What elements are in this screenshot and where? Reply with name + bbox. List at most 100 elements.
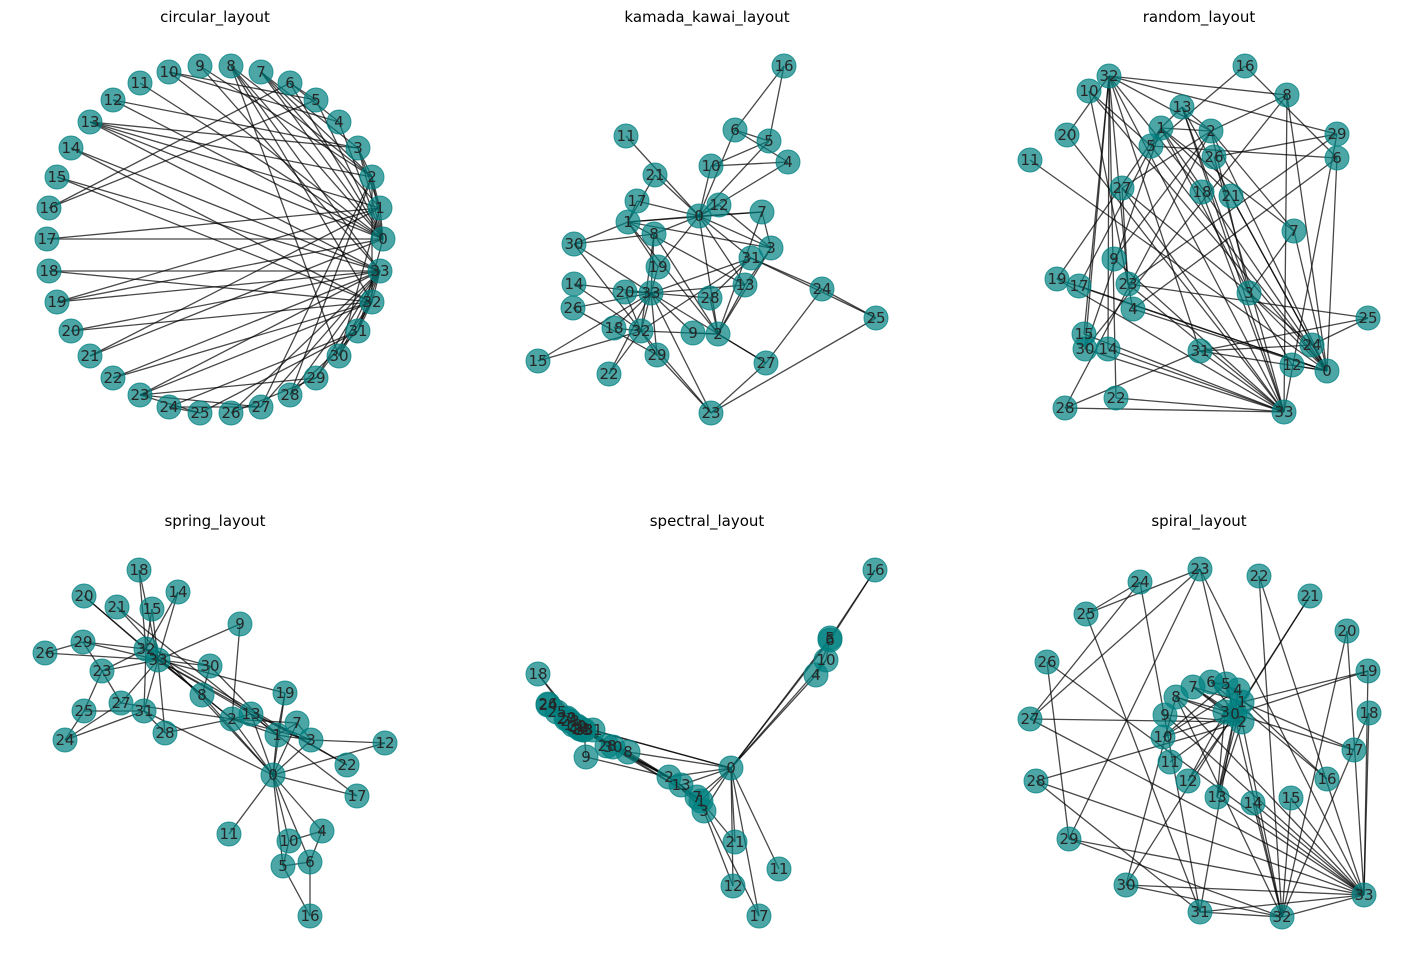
node-label-11: 11 [1160,753,1179,771]
node-label-17: 17 [1069,277,1088,295]
node-label-5: 5 [1221,675,1231,693]
node-16 [36,195,62,221]
edge-31-33 [1199,894,1365,913]
node-label-25: 25 [866,309,885,327]
edge-20-32 [1281,630,1348,918]
node-label-2: 2 [367,168,377,186]
edge-14-32 [1107,75,1110,350]
node-label-28: 28 [700,289,719,307]
node-11 [216,821,242,847]
node-10 [813,647,839,673]
node-16 [1232,53,1258,79]
node-label-8: 8 [623,743,633,761]
node-26 [32,640,58,666]
node-label-3: 3 [699,802,709,820]
edge-18-32 [48,270,373,303]
panel-title-circular: circular_layout [160,8,270,27]
node-11 [1017,147,1043,173]
node-7 [749,199,775,225]
edge-0-6 [289,82,384,240]
node-25 [71,698,97,724]
edge-23-29 [1068,568,1201,840]
edge-1-17 [1241,701,1355,751]
node-31 [345,318,371,344]
node-12 [372,730,398,756]
node-label-12: 12 [1282,356,1301,374]
node-label-31: 31 [134,702,153,720]
edge-8-32 [1108,75,1288,96]
edge-0-2 [1210,130,1328,372]
node-29 [1324,121,1350,147]
edge-0-6 [1326,157,1338,372]
node-label-13: 13 [241,705,260,723]
node-label-13: 13 [671,776,690,794]
edge-2-27 [260,176,373,408]
node-label-33: 33 [148,651,167,669]
edge-19-33 [1056,278,1285,413]
edge-2-27 [1029,718,1243,723]
node-label-32: 32 [1272,908,1291,926]
edge-2-9 [199,65,373,178]
node-4 [309,818,335,844]
edge-0-19 [1234,670,1369,715]
node-label-23: 23 [701,404,720,422]
node-label-17: 17 [627,192,646,210]
edge-3-12 [703,810,734,887]
edge-1-30 [209,665,278,736]
edge-24-27 [1121,187,1313,346]
node-label-4: 4 [783,153,793,171]
node-23 [127,382,153,408]
edge-5-16 [48,99,317,209]
node-label-22: 22 [337,756,356,774]
node-label-18: 18 [39,262,58,280]
node-label-16: 16 [39,199,58,217]
edge-0-17 [272,774,358,797]
node-0 [718,755,744,781]
node-label-23: 23 [130,386,149,404]
edge-27-33 [260,270,381,408]
node-label-14: 14 [61,139,80,157]
node-label-15: 15 [1074,325,1093,343]
node-label-30: 30 [1116,876,1135,894]
node-18 [1356,700,1382,726]
node-17 [34,226,60,252]
node-13 [1204,784,1230,810]
edge-24-27 [1029,581,1141,720]
node-label-5: 5 [764,132,774,150]
node-3 [345,135,371,161]
node-label-21: 21 [1221,187,1240,205]
node-label-14: 14 [1243,794,1262,812]
node-16 [297,903,323,929]
node-3 [298,727,324,753]
node-2 [359,164,385,190]
node-label-7: 7 [1289,222,1299,240]
node-22 [1246,563,1272,589]
node-label-0: 0 [268,766,278,784]
node-10 [698,153,724,179]
node-label-8: 8 [226,57,236,75]
node-label-26: 26 [221,404,240,422]
edge-30-33 [338,270,381,357]
node-33 [1351,882,1377,908]
node-label-21: 21 [645,166,664,184]
panel-title-spectral: spectral_layout [650,512,765,531]
node-20 [1054,122,1080,148]
node-label-26: 26 [1204,148,1223,166]
node-9 [1101,246,1127,272]
node-17 [344,783,370,809]
node-5 [270,853,296,879]
node-25 [1073,601,1099,627]
node-label-21: 21 [107,598,126,616]
edge-8-30 [1084,94,1288,350]
node-label-4: 4 [317,822,327,840]
node-label-19: 19 [1358,662,1377,680]
edge-2-8 [230,65,373,178]
edge-15-33 [537,292,652,362]
node-22 [596,361,622,387]
edge-23-32 [139,301,373,396]
node-20 [58,318,84,344]
node-5 [303,87,329,113]
edge-0-12 [730,767,734,887]
node-label-5: 5 [1146,137,1156,155]
edge-2-9 [585,756,670,778]
